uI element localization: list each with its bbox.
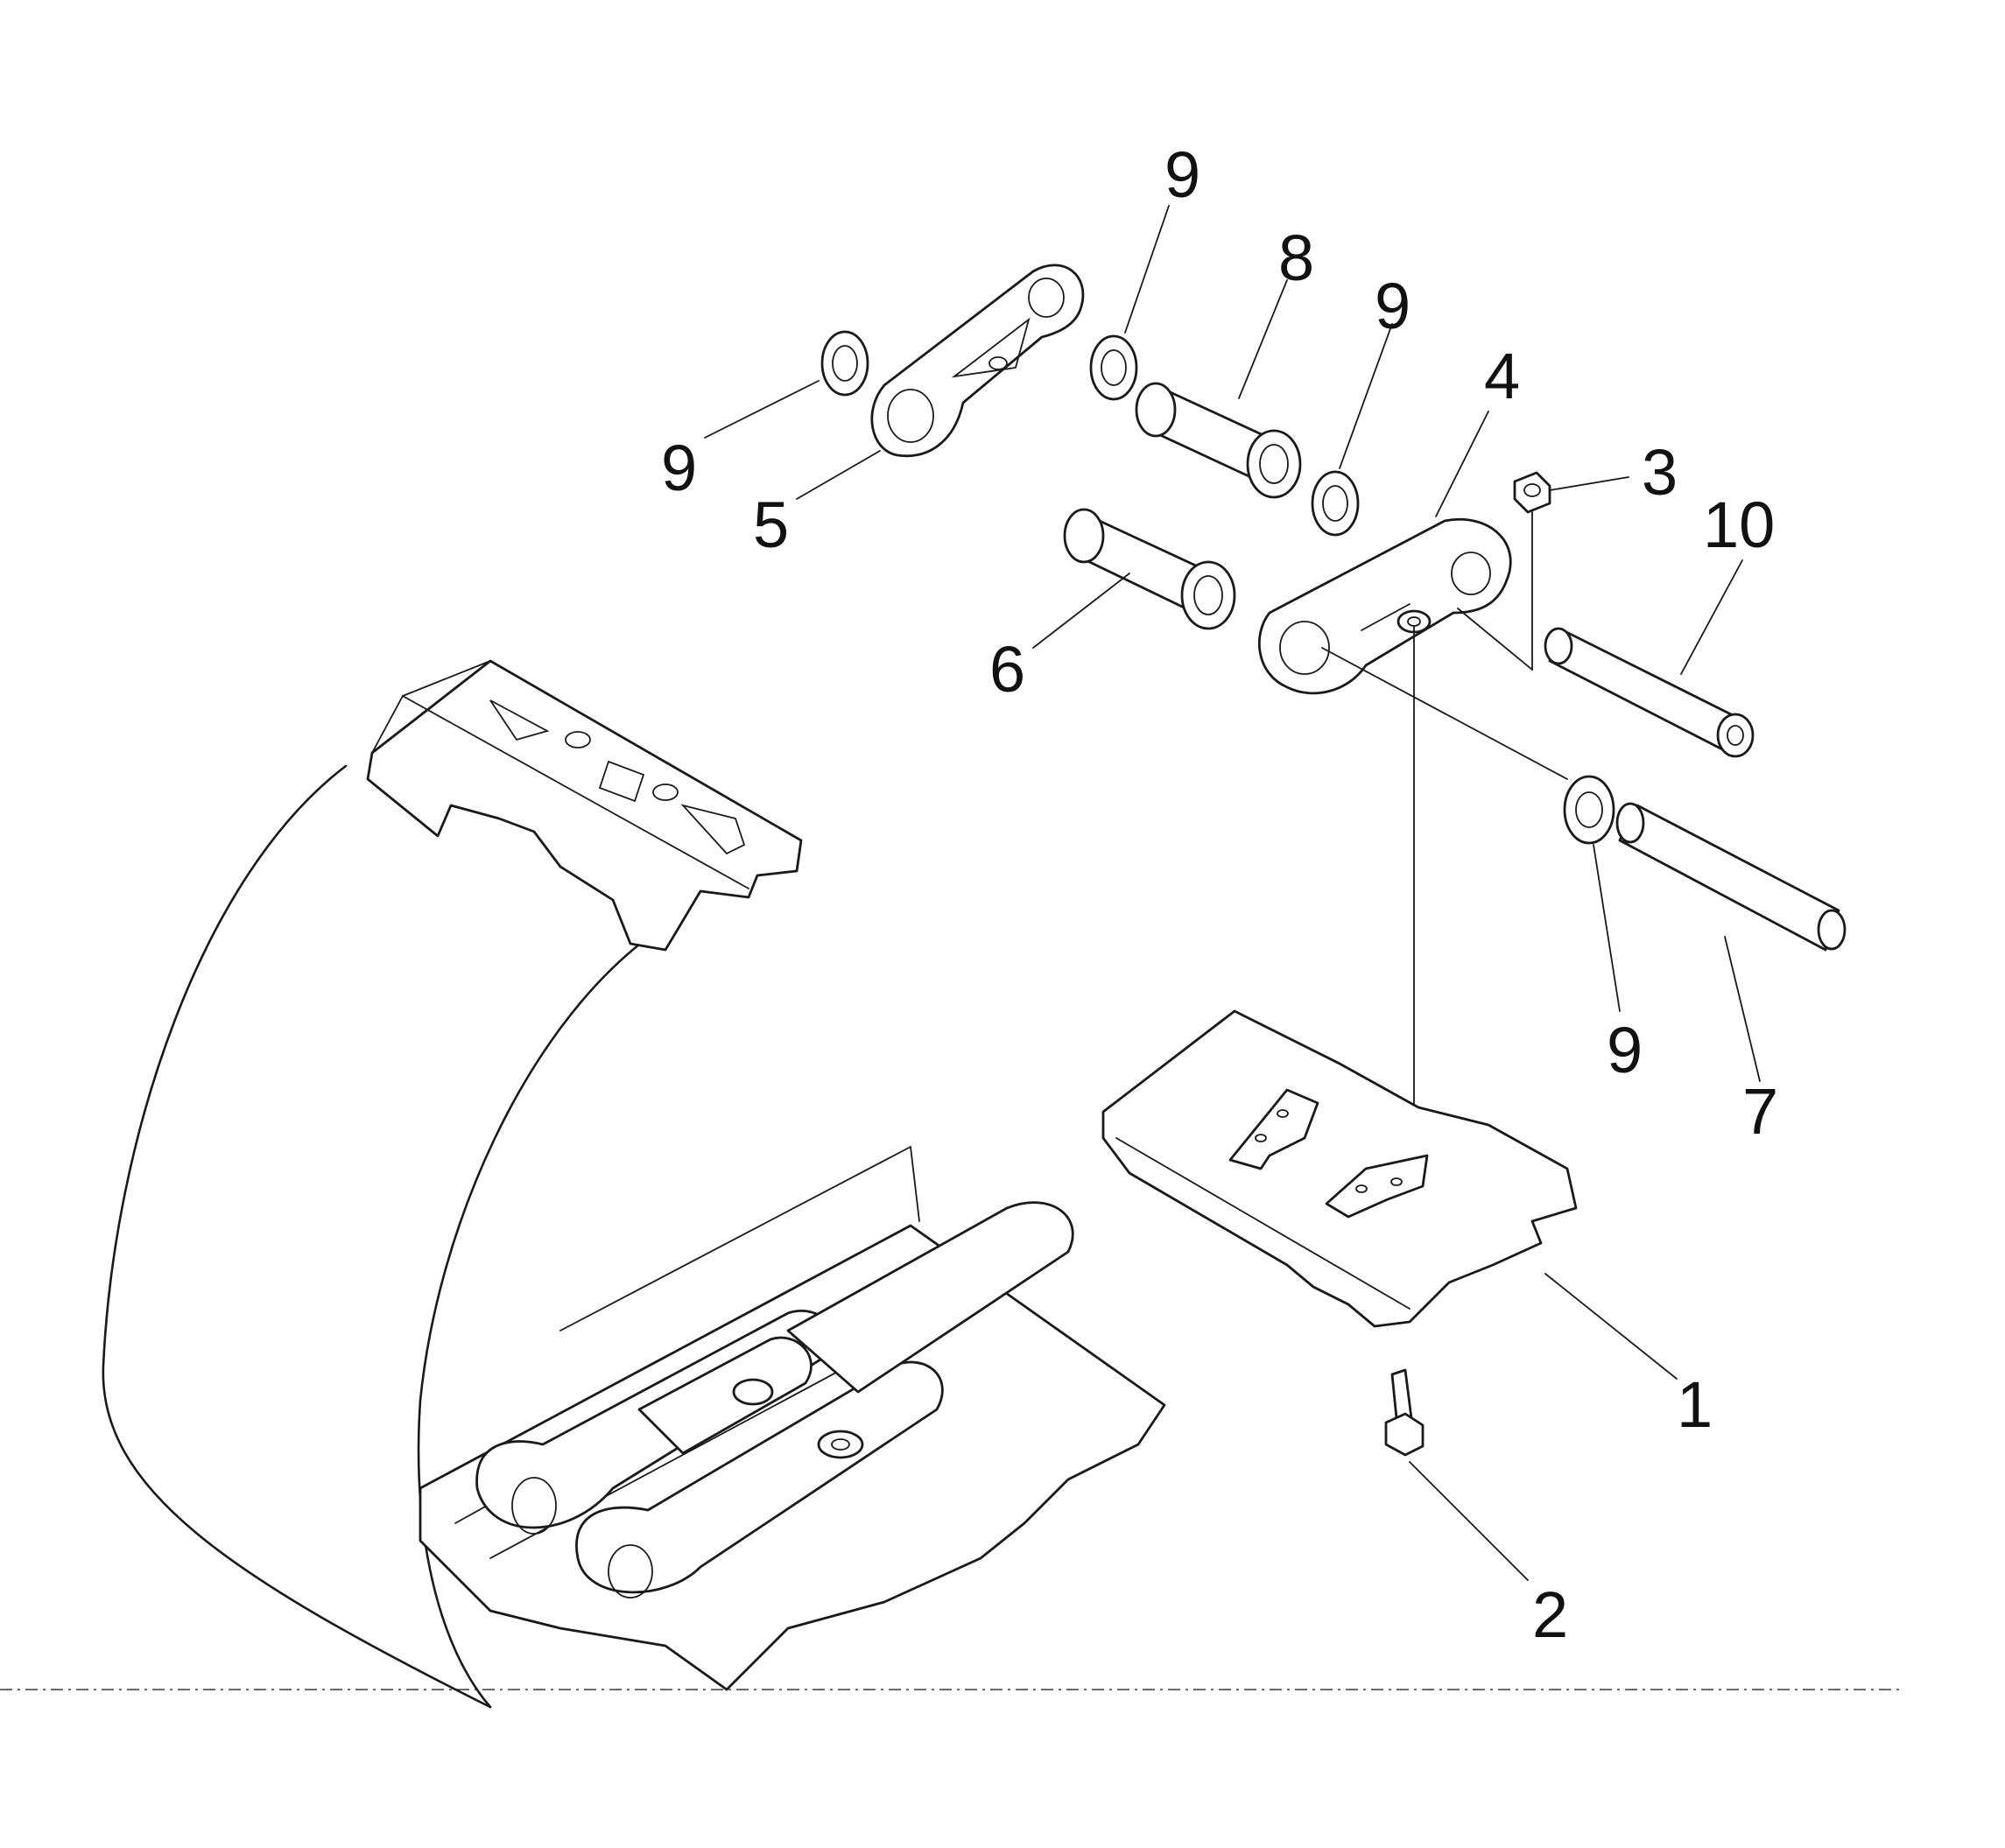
callout-9-left: 9	[661, 432, 697, 504]
callout-10: 10	[1703, 488, 1775, 561]
callout-labels: 9 8 9 9 4 3 10 5 6 9 7 1 2	[661, 138, 1778, 1651]
callout-7: 7	[1742, 1075, 1778, 1148]
track-loop	[102, 764, 645, 1709]
assembly-guide-lines	[1321, 511, 1568, 1152]
part-10-pin	[1544, 627, 1755, 758]
leader-lines	[704, 205, 1761, 1581]
callout-5: 5	[753, 488, 789, 561]
callout-9-top: 9	[1164, 138, 1200, 211]
callout-2: 2	[1532, 1578, 1568, 1651]
part-9-washer-c	[1311, 470, 1360, 537]
callout-8: 8	[1278, 221, 1314, 294]
callout-9-mid: 9	[1375, 270, 1411, 342]
part-8-bushing	[1135, 382, 1302, 499]
track-chain-assembled	[419, 1146, 1166, 1691]
callout-9-lower: 9	[1607, 1014, 1643, 1086]
callout-1: 1	[1677, 1368, 1713, 1441]
part-9-washer-b	[1089, 334, 1138, 401]
part-7-pin	[1615, 802, 1847, 952]
callout-6: 6	[989, 633, 1025, 706]
part-5-link-left	[870, 263, 1085, 458]
part-2-bolt	[1384, 1368, 1425, 1457]
part-6-bushing	[1063, 508, 1236, 630]
callout-3: 3	[1642, 436, 1678, 509]
part-1-shoe-plate	[1101, 1009, 1578, 1328]
track-shoe-top	[366, 659, 803, 952]
part-9-washer-d	[1563, 775, 1615, 845]
part-4-link-right	[1257, 518, 1512, 695]
callout-4: 4	[1484, 340, 1520, 412]
part-3-nut	[1513, 471, 1551, 514]
part-9-washer-a	[820, 330, 869, 397]
